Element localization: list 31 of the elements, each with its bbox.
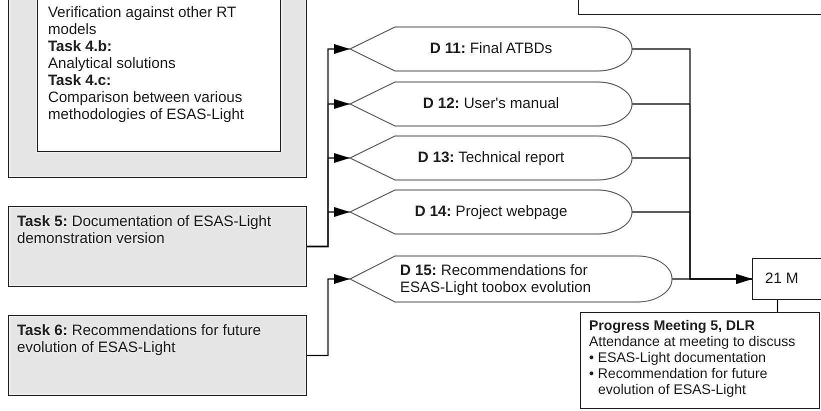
deliverable-shape [350, 27, 632, 71]
deliverable-shape [350, 82, 632, 126]
task-box [37, 0, 281, 152]
body-text: D 12: User's manual [422, 94, 560, 114]
body-text: Verification against other RT models [48, 4, 237, 38]
body-text: Attendance at meeting to discuss [589, 333, 796, 349]
body-text: • Recommendation for future evolution of ESAS-Light [589, 365, 768, 397]
body-text: D 14: Project webpage [414, 202, 568, 222]
connector-arrow [307, 207, 350, 248]
heading-text: Progress Meeting 5, DLR [589, 317, 756, 333]
heading-text: Task 4.c: [48, 72, 112, 89]
deliverable-shape [350, 190, 632, 234]
body-text: D 15: Recommendations for ESAS-Light toobox evolution [400, 262, 592, 296]
task-box [8, 206, 307, 287]
task-panel [8, 0, 307, 178]
body-text: 21 M [765, 268, 798, 289]
body-text: Task 6: Recommendations for future evolution of ESAS-Light [17, 322, 262, 356]
body-text: Task 5: Documentation of ESAS-Light demonstration version [17, 213, 272, 247]
body-text: • ESAS-Light documentation [589, 349, 767, 365]
body-text: D 11: Final ATBDs [430, 38, 552, 59]
deliverable-shape [350, 136, 632, 180]
task-box [8, 315, 307, 396]
body-text: Comparison between various methodologies of ESAS-Light [48, 89, 245, 123]
connector-arrow [307, 274, 350, 356]
body-text: D 13: Technical report [418, 148, 564, 168]
meeting-box [580, 312, 820, 409]
heading-text: Task 4.b: [48, 38, 113, 55]
connector-arrow [672, 274, 752, 284]
body-text: Analytical solutions [48, 55, 177, 72]
deliverable-shape [350, 256, 672, 302]
milestone-box [752, 258, 821, 300]
